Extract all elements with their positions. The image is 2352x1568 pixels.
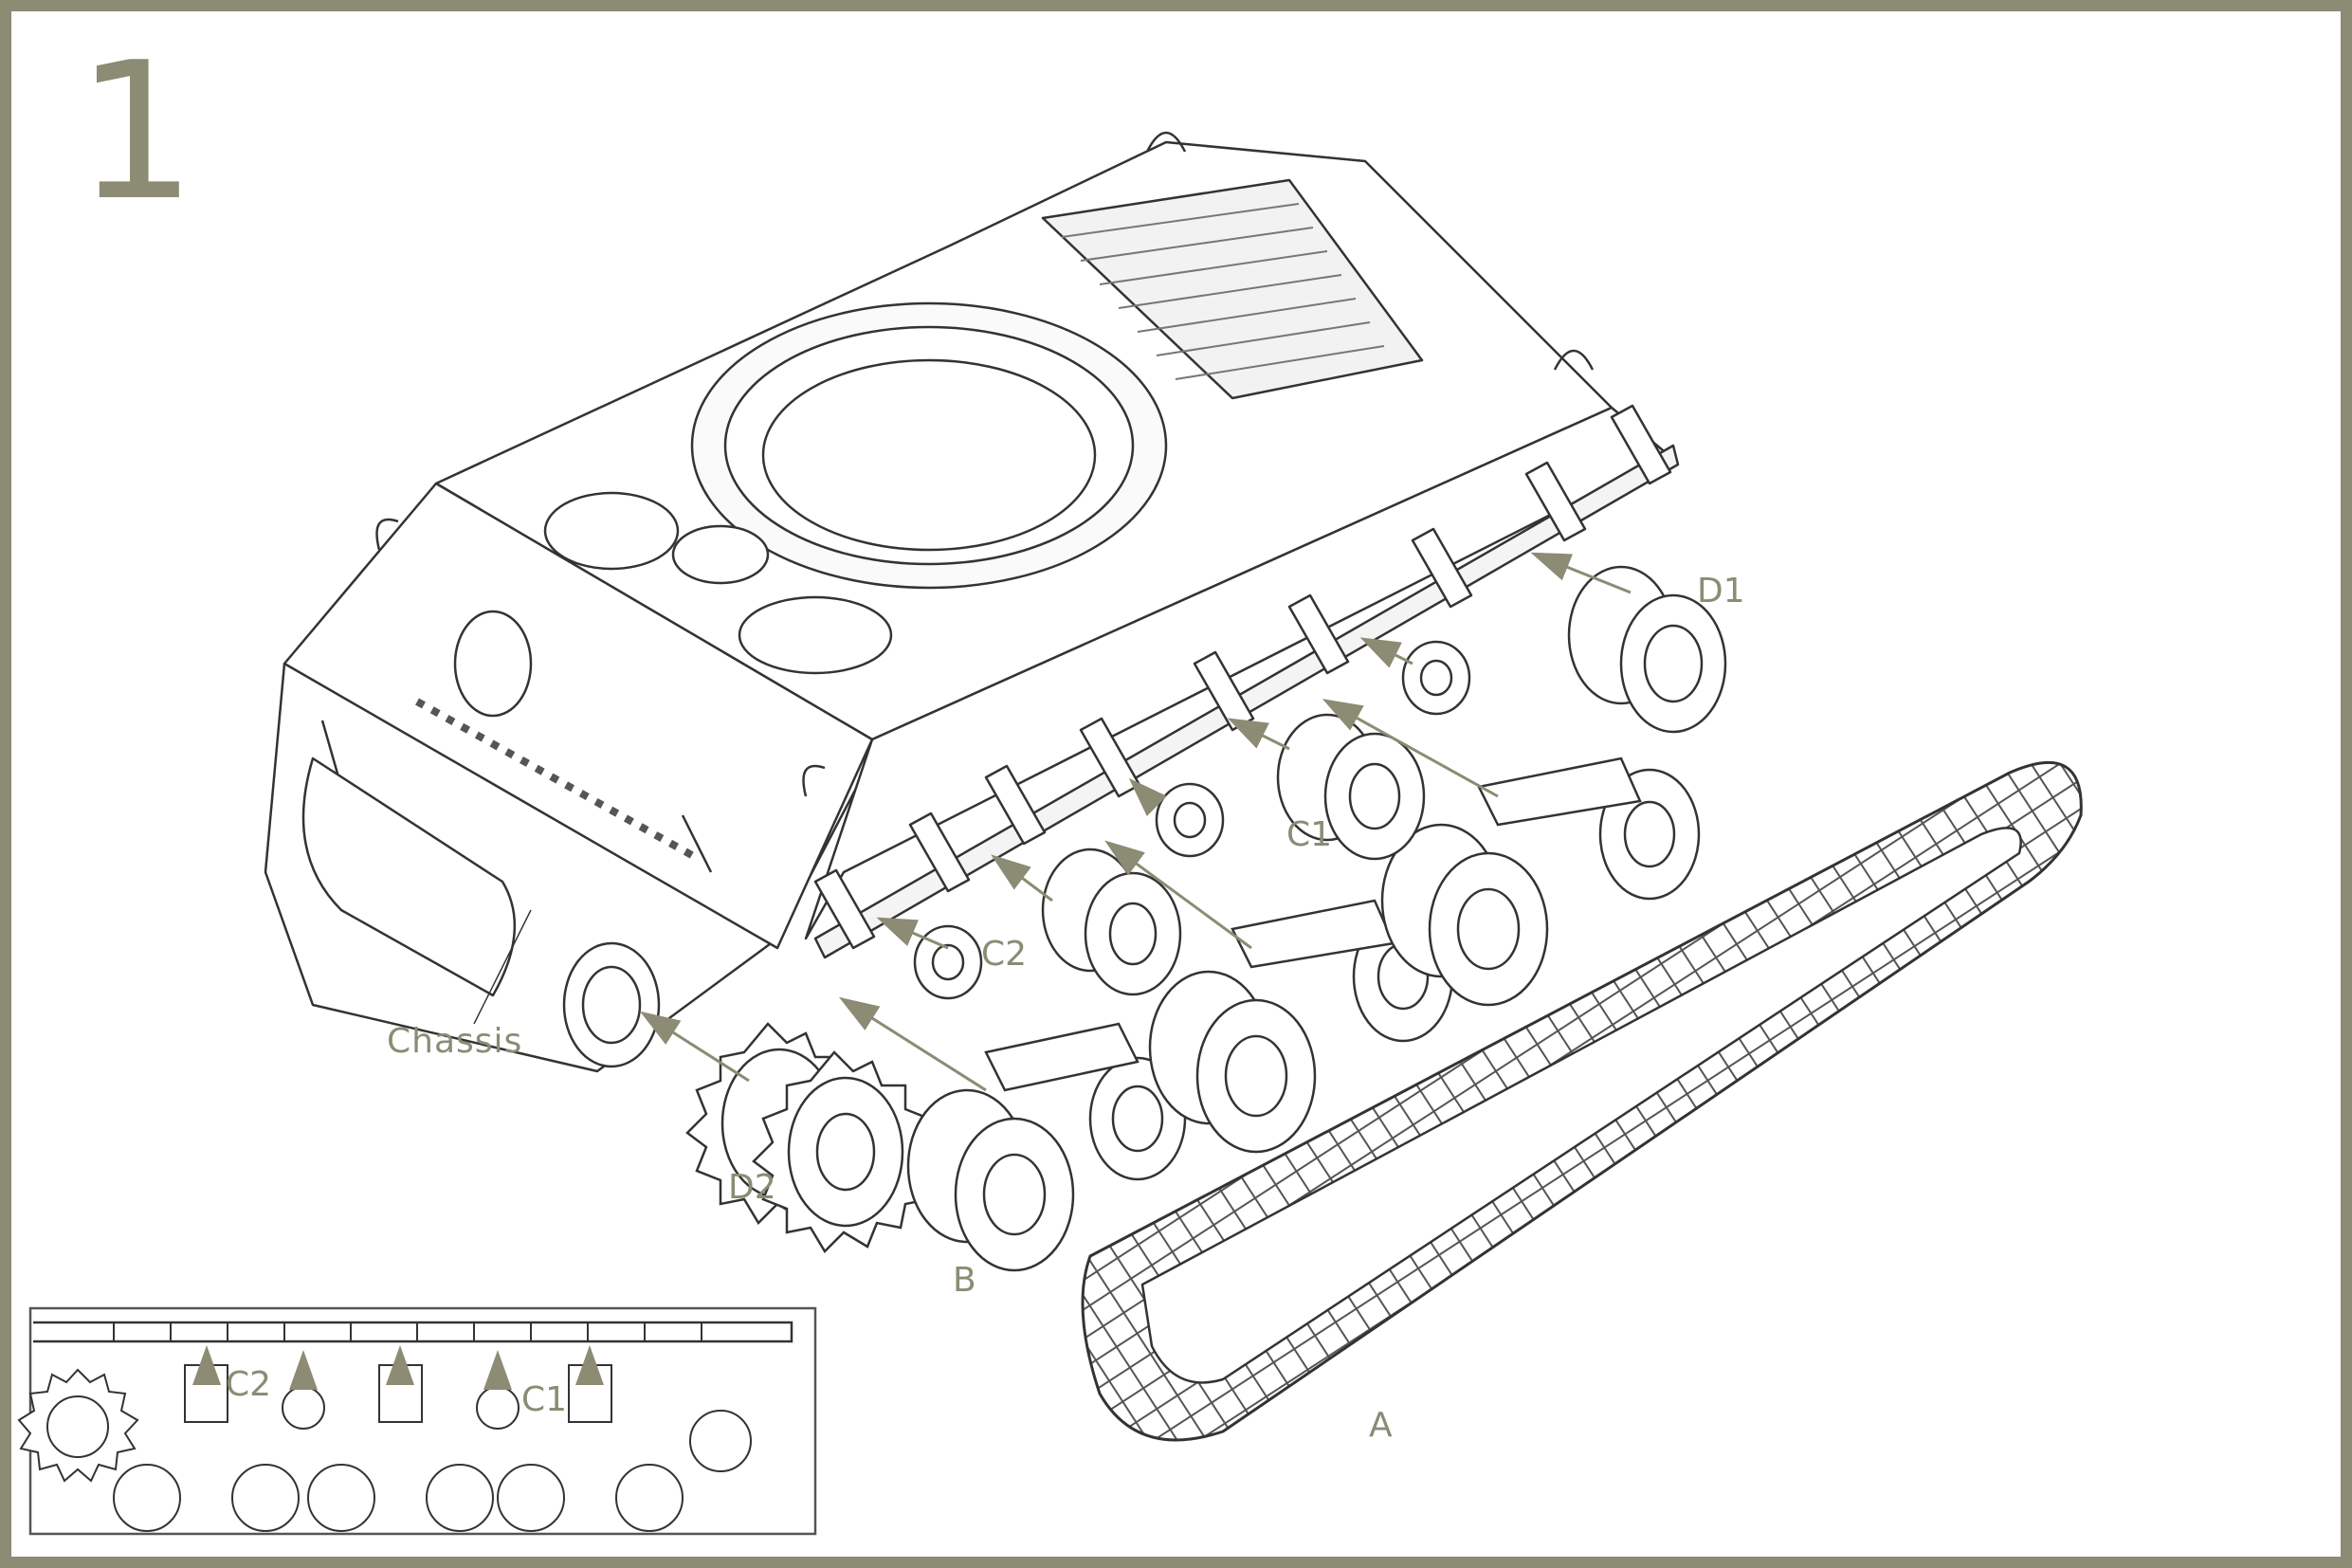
- drive-sprocket-d2: [685, 1022, 940, 1254]
- label-d2: D2: [728, 1168, 776, 1207]
- label-d1: D1: [1697, 572, 1745, 611]
- road-wheels: [906, 565, 1727, 1272]
- hull-chassis: [264, 131, 1680, 1073]
- assembly-arrows: [639, 552, 1632, 1092]
- inset-side-view: [17, 1306, 817, 1536]
- inset-label-c2: C2: [226, 1365, 271, 1404]
- label-a: A: [1369, 1406, 1393, 1445]
- track-a: [1081, 760, 2083, 1442]
- label-b: B: [953, 1261, 976, 1300]
- step-number: 1: [76, 22, 197, 243]
- idler-wheel: [562, 941, 661, 1068]
- label-c2: C2: [981, 935, 1027, 974]
- chassis-leader-line: [473, 909, 532, 1025]
- label-chassis: Chassis: [387, 1022, 522, 1061]
- inset-label-c1: C1: [521, 1380, 567, 1419]
- label-c1: C1: [1286, 815, 1332, 854]
